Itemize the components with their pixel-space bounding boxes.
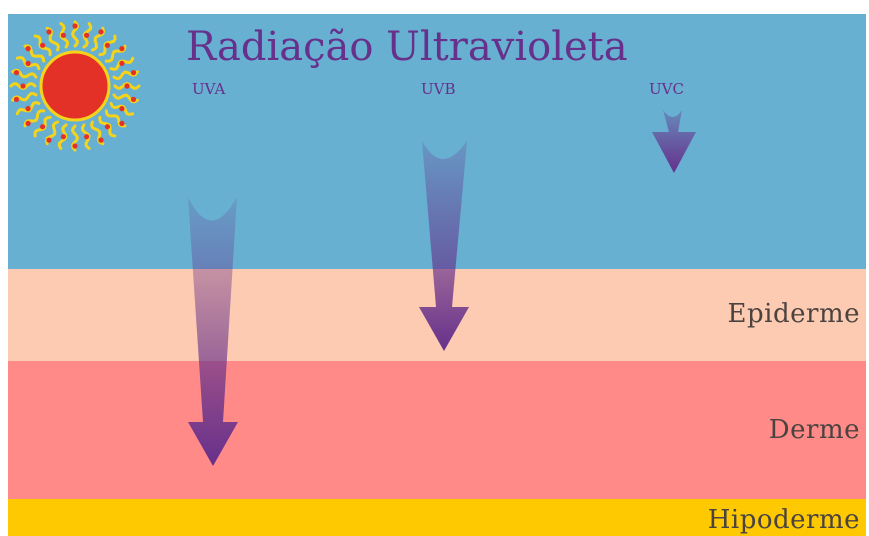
uva-arrow [188,197,238,466]
uvc-arrow [652,110,696,173]
sun-icon [11,22,139,150]
uvc-label: UVC [649,80,684,98]
uva-label: UVA [192,80,225,98]
uvb-label: UVB [421,80,456,98]
diagram-canvas: Epiderme Derme Hipoderme [8,14,866,536]
diagram-title: Radiação Ultravioleta [186,24,628,70]
uvb-arrow [419,141,469,351]
